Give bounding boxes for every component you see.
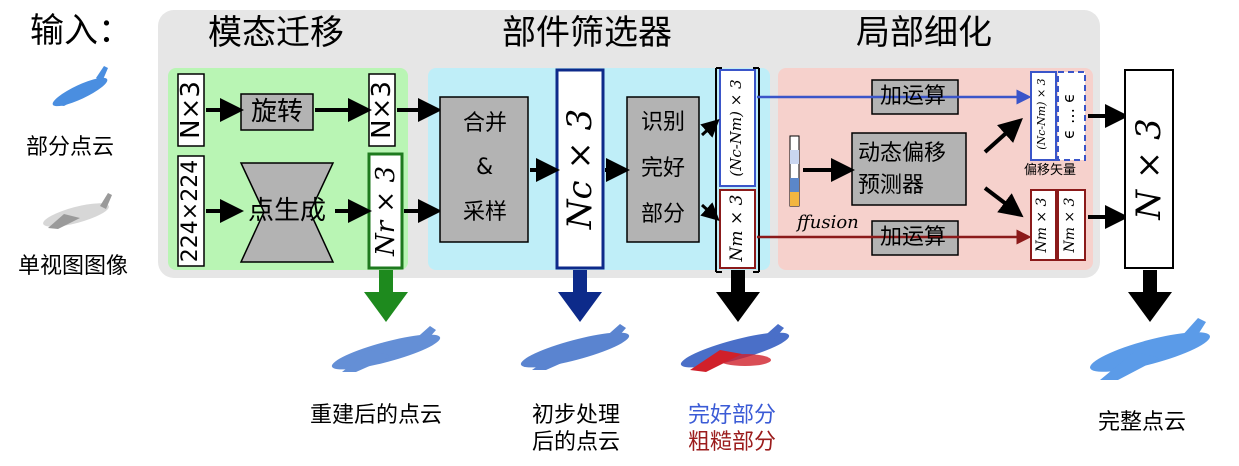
stage-modal-transfer: 模态迁移 bbox=[208, 13, 344, 53]
nc3-label: Nc × 3 bbox=[560, 108, 600, 230]
f-fusion-label: ffusion bbox=[797, 212, 859, 233]
img-224-box bbox=[177, 155, 205, 267]
down-arrow-black-right bbox=[1128, 270, 1172, 322]
identify-label: 识别 bbox=[641, 110, 686, 135]
coarse-branch-label: Nm × 3 bbox=[727, 194, 747, 262]
offset-epsilon-box bbox=[1057, 71, 1086, 161]
plane-complete bbox=[1090, 318, 1210, 380]
preliminary-label-1: 初步处理 bbox=[532, 403, 621, 428]
n3-input-box bbox=[177, 73, 205, 147]
good-part-label: 完好部分 bbox=[688, 403, 777, 428]
add-op-top-label: 加运算 bbox=[880, 84, 947, 109]
input-label: 输入： bbox=[30, 11, 132, 51]
reconstructed-label: 重建后的点云 bbox=[310, 403, 443, 428]
nm-box-b bbox=[1057, 189, 1086, 261]
down-arrow-green bbox=[364, 270, 408, 322]
nr3-label: Nr × 3 bbox=[371, 165, 401, 257]
and-label: & bbox=[476, 155, 494, 180]
final-label: N × 3 bbox=[1129, 118, 1169, 220]
good-branch-box bbox=[719, 69, 756, 187]
n3-rotated-label: N×3 bbox=[367, 81, 397, 139]
identify-block bbox=[626, 96, 700, 243]
offset-vector-label: 偏移矢量 bbox=[1024, 163, 1077, 178]
plane-image-input bbox=[43, 193, 112, 229]
merge-label: 合并 bbox=[463, 111, 508, 136]
coarse-branch-box bbox=[719, 189, 756, 269]
add-op-bottom-label: 加运算 bbox=[880, 225, 947, 250]
merge-sample-block bbox=[439, 96, 529, 243]
plane-split bbox=[680, 324, 790, 372]
dyn-offset-label-1: 动态偏移 bbox=[858, 141, 947, 166]
nm-box-b-label: Nm × 3 bbox=[1062, 197, 1078, 253]
stage-local-refine: 局部细化 bbox=[856, 13, 992, 53]
point-generator-block bbox=[239, 162, 335, 263]
plane-preliminary bbox=[520, 324, 630, 370]
offset-good-label: (Nc-Nm) × 3 bbox=[1035, 78, 1048, 150]
nr3-box bbox=[367, 152, 404, 270]
down-arrow-black-mid bbox=[716, 270, 760, 322]
sample-label: 采样 bbox=[463, 200, 508, 225]
final-box bbox=[1124, 69, 1174, 269]
good-label: 完好 bbox=[641, 156, 686, 181]
dynamic-offset-block bbox=[851, 132, 967, 206]
n3-rotated-box bbox=[368, 73, 396, 147]
offset-good-box bbox=[1030, 71, 1057, 161]
n3-input-label: N×3 bbox=[176, 81, 206, 139]
preliminary-label-2: 后的点云 bbox=[532, 430, 621, 455]
good-branch-label: (Nc-Nm) × 3 bbox=[727, 79, 745, 177]
dyn-offset-label-2: 预测器 bbox=[858, 173, 925, 198]
plane-partial-input bbox=[52, 66, 108, 107]
nm-box-a bbox=[1030, 189, 1057, 261]
rotate-block bbox=[240, 93, 314, 131]
part-label: 部分 bbox=[641, 202, 686, 227]
complete-label: 完整点云 bbox=[1098, 410, 1187, 435]
partial-cloud-label: 部分点云 bbox=[26, 135, 115, 160]
offset-epsilon-label: ϵ … ϵ bbox=[1059, 93, 1078, 139]
coarse-part-label: 粗糙部分 bbox=[688, 430, 777, 455]
single-view-image-label: 单视图图像 bbox=[18, 254, 129, 279]
img-224-label: 224×224 bbox=[178, 159, 203, 263]
rotate-label: 旋转 bbox=[251, 97, 304, 127]
plane-reconstructed bbox=[331, 326, 441, 372]
point-gen-label: 点生成 bbox=[248, 196, 327, 226]
stage-part-filter: 部件筛选器 bbox=[502, 13, 672, 53]
fusion-feature-vector bbox=[789, 135, 800, 207]
down-arrow-navy bbox=[558, 270, 602, 322]
nm-box-a-label: Nm × 3 bbox=[1034, 197, 1050, 253]
